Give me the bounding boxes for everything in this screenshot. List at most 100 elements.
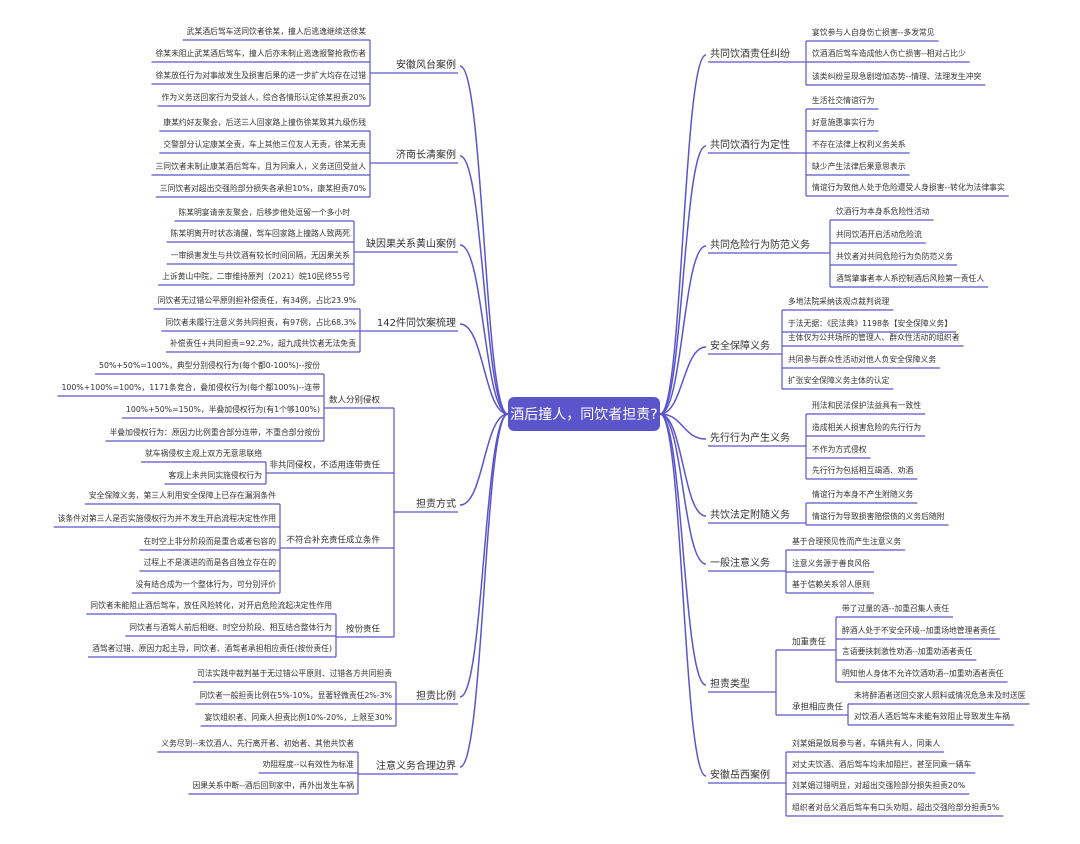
leaf-node[interactable]: 100%+50%=150%，半叠加侵权行为(有1个够100%) xyxy=(126,404,320,414)
sub-branch-label[interactable]: 数人分别侵权 xyxy=(329,395,381,406)
leaf-node[interactable]: 上诉黄山中院，二审维持原判（2021）皖10民终55号 xyxy=(162,271,350,281)
leaf-node[interactable]: 三同饮者未制止康某酒后驾车，且为同乘人，义务送回受益人 xyxy=(155,161,366,171)
sub-branch-label[interactable]: 非共同侵权，不适用连带责任 xyxy=(269,460,380,471)
leaf-node[interactable]: 康某约好友聚会，后送三人回家路上撞伤徐某致其九级伤残 xyxy=(163,117,366,127)
leaf-node[interactable]: 交警部分认定康某全责，车上其他三位友人无责，徐某无责 xyxy=(163,139,366,149)
mindmap-center-topic[interactable]: 酒后撞人，同饮者担责? xyxy=(508,397,660,431)
leaf-node[interactable]: 组织者对岳父酒后驾车有口头劝阻，超出交强险部分担责5% xyxy=(792,802,999,812)
branch-label-right-8[interactable]: 安徽岳西案例 xyxy=(710,768,770,781)
leaf-node[interactable]: 注意义务源于善良风俗 xyxy=(792,558,870,568)
leaf-node[interactable]: 刘某娟过错明显，对超出交强险部分损失担责20% xyxy=(792,780,965,790)
leaf-node[interactable]: 基于合理预见性而产生注意义务 xyxy=(792,536,901,546)
leaf-node[interactable]: 同饮者无过错公平原则担补偿责任，有34例，占比23.9% xyxy=(158,295,356,305)
leaf-node[interactable]: 酒驾肇事者本人系控制酒后风险第一责任人 xyxy=(836,273,984,283)
branch-connector xyxy=(459,65,509,415)
leaf-node[interactable]: 作为义务送回家行为受益人，综合各情形认定徐某担责20% xyxy=(162,92,366,102)
center-topic-label: 酒后撞人，同饮者担责? xyxy=(510,407,658,423)
leaf-node[interactable]: 醉酒人处于不安全环境--加重场地管理者责任 xyxy=(842,625,996,635)
leaf-node[interactable]: 该条件对第三人是否实施侵权行为并不发生开启流程决定性作用 xyxy=(58,513,276,523)
leaf-node[interactable]: 对饮酒人酒后驾车未能有效阻止导致发生车祸 xyxy=(854,711,1010,721)
leaf-node[interactable]: 司法实践中裁判基于无过错公平原则、过错各方共同担责 xyxy=(197,668,392,678)
leaf-node[interactable]: 言语要挟刺激性劝酒--加重劝酒者责任 xyxy=(842,646,973,656)
branch-label-right-1[interactable]: 共同饮酒行为定性 xyxy=(710,138,790,151)
leaf-node[interactable]: 基于信赖关系邻人原则 xyxy=(792,579,870,589)
branch-label-left-6[interactable]: 注意义务合理边界 xyxy=(376,759,456,772)
leaf-node[interactable]: 主体仅为公共场所的管理人、群众性活动的组织者 xyxy=(788,332,960,342)
leaf-node[interactable]: 多地法院采纳该观点裁判说理 xyxy=(788,296,890,306)
leaf-node[interactable]: 造成相关人损害危险的先行行为 xyxy=(812,422,921,432)
sub-branch-label[interactable]: 承担相应责任 xyxy=(792,702,844,713)
leaf-node[interactable]: 同饮者未履行注意义务共同担责，有97例，占比68.3% xyxy=(165,317,356,327)
leaf-node[interactable]: 共同饮酒开启活动危险流 xyxy=(836,229,922,239)
leaf-node[interactable]: 劝阻程度--以有效性为标准 xyxy=(263,759,355,769)
leaf-node[interactable]: 徐某放任行为对事故发生及损害后果的进一步扩大均存在过错 xyxy=(155,70,366,80)
branch-label-right-7[interactable]: 担责类型 xyxy=(710,677,750,690)
leaf-node[interactable]: 武某酒后驾车送同饮者徐某，撞人后逃逸继续送徐某 xyxy=(187,26,367,36)
leaf-node[interactable]: 同饮者与酒驾人前后相继、时空分阶段、相互结合整体行为 xyxy=(129,622,332,632)
leaf-node[interactable]: 该类纠纷呈现急剧增加态势--情理、法理发生冲突 xyxy=(812,71,982,81)
leaf-node[interactable]: 酒驾者过错、原因力起主导，同饮者、酒驾者承担相应责任(按份责任) xyxy=(92,643,332,653)
leaf-node[interactable]: 先行行为包括相互竭酒、劝酒 xyxy=(812,465,914,475)
leaf-node[interactable]: 带了过量的酒--加重召集人责任 xyxy=(842,603,949,613)
leaf-node[interactable]: 过程上不是演进的而是各自独立存在的 xyxy=(143,557,276,567)
leaf-node[interactable]: 共饮者对共同危险行为负防范义务 xyxy=(836,251,953,261)
leaf-node[interactable]: 未将醉酒者送回交家人照料或情况危急未及时送医 xyxy=(854,690,1026,700)
leaf-node[interactable]: 刘某娟是饭局参与者，车辆共有人，同乘人 xyxy=(792,738,940,748)
leaf-node[interactable]: 宴饮参与人自身伤亡损害--多发常见 xyxy=(812,27,935,37)
branch-connector xyxy=(459,244,509,415)
leaf-node[interactable]: 宴饮组织者、同乘人担责比例10%-20%，上限至30% xyxy=(205,712,392,722)
branch-label-right-2[interactable]: 共同危险行为防范义务 xyxy=(710,238,810,251)
leaf-node[interactable]: 生活社交情谊行为 xyxy=(812,95,875,105)
branch-connector xyxy=(659,346,707,415)
sub-branch-label[interactable]: 加重责任 xyxy=(792,637,827,648)
branch-label-left-2[interactable]: 缺因果关系黄山案例 xyxy=(366,237,456,250)
leaf-node[interactable]: 因果关系中断--酒后回到家中，再外出发生车祸 xyxy=(192,780,354,790)
leaf-node[interactable]: 情谊行为本身不产生附随义务 xyxy=(812,489,914,499)
branch-label-left-5[interactable]: 担责比例 xyxy=(416,689,456,702)
leaf-node[interactable]: 于法无据：《民法典》1198条【安全保障义务】 xyxy=(788,318,952,328)
branch-label-left-3[interactable]: 142件同饮案梳理 xyxy=(377,316,456,329)
leaf-node[interactable]: 饮酒酒后驾车造成他人伤亡损害--相对占比少 xyxy=(812,48,966,58)
leaf-node[interactable]: 情谊行为致他人处于危险遭受人身损害--转化为法律事实 xyxy=(812,182,1005,192)
leaf-node[interactable]: 半叠加侵权行为：原因力比例重合部分连带，不重合部分按份 xyxy=(109,427,320,437)
branch-label-right-3[interactable]: 安全保障义务 xyxy=(710,339,770,352)
leaf-node[interactable]: 对丈夫饮酒、酒后驾车均未加阻拦，甚至同乘一辆车 xyxy=(792,759,972,769)
leaf-node[interactable]: 不存在法律上权利义务关系 xyxy=(812,139,906,149)
leaf-node[interactable]: 在时空上非分阶段而是重合或者包容的 xyxy=(143,536,276,546)
leaf-node[interactable]: 同饮者未能阻止酒后驾车，放任风险转化，对开启危险流起决定性作用 xyxy=(90,600,332,610)
branch-label-right-5[interactable]: 共饮法定附随义务 xyxy=(710,508,790,521)
leaf-node[interactable]: 同饮者一般担责比例在5%-10%，显著轻微责任2%-3% xyxy=(199,690,392,700)
leaf-node[interactable]: 陈某明宴请亲友聚会，后移步他处逗留一个多小时 xyxy=(178,207,350,217)
branch-label-right-4[interactable]: 先行行为产生义务 xyxy=(710,431,790,444)
leaf-node[interactable]: 100%+100%=100%，1171条竞合，叠加侵权行为(每个都100%)--… xyxy=(61,382,320,392)
leaf-node[interactable]: 情谊行为导致损害赔偿债的义务后随附 xyxy=(812,511,945,521)
branch-label-right-0[interactable]: 共同饮酒责任纠纷 xyxy=(710,47,790,60)
leaf-node[interactable]: 缺少产生法律后果意思表示 xyxy=(812,161,906,171)
branch-label-left-1[interactable]: 济南长清案例 xyxy=(396,148,456,161)
leaf-node[interactable]: 饮酒行为本身系危险性活动 xyxy=(836,206,930,216)
branch-label-left-4[interactable]: 担责方式 xyxy=(416,497,456,510)
leaf-node[interactable]: 补偿责任+共同担责=92.2%，超九成共饮者无法免责 xyxy=(170,338,356,348)
branch-connector xyxy=(659,245,707,415)
leaf-node[interactable]: 就车祸侵权主观上双方无意思联络 xyxy=(145,448,262,458)
leaf-node[interactable]: 明知他人身体不允许饮酒劝酒--加重劝酒者责任 xyxy=(842,668,1004,678)
leaf-node[interactable]: 共同参与群众性活动对他人负安全保障义务 xyxy=(788,354,936,364)
branch-label-right-6[interactable]: 一般注意义务 xyxy=(710,556,770,569)
leaf-node[interactable]: 客观上未共同实施侵权行为 xyxy=(168,470,262,480)
leaf-node[interactable]: 好意施惠事实行为 xyxy=(812,117,875,127)
leaf-node[interactable]: 50%+50%=100%，典型分别侵权行为(每个都0-100%)--按份 xyxy=(99,360,320,370)
leaf-node[interactable]: 没有结合成为一个整体行为，可分别评价 xyxy=(136,579,277,589)
sub-branch-label[interactable]: 不符合补充责任成立条件 xyxy=(286,535,380,546)
leaf-node[interactable]: 陈某明离开时状态清醒，驾车回家路上撞路人致两死 xyxy=(171,228,351,238)
sub-branch-label[interactable]: 按份责任 xyxy=(346,624,381,635)
leaf-node[interactable]: 扩张安全保障义务主体的认定 xyxy=(788,375,890,385)
leaf-node[interactable]: 三同饮者对超出交强险部分损失各承担10%，康某担责70% xyxy=(160,183,366,193)
leaf-node[interactable]: 义务尽到--未饮酒人、先行离开者、初始者、其他共饮者 xyxy=(161,738,354,748)
leaf-node[interactable]: 一审损害发生与共饮酒有较长时间间隔，无因果关系 xyxy=(171,250,351,260)
leaf-node[interactable]: 徐某未阻止武某酒后驾车，撞人后亦未制止逃逸报警抢救伤者 xyxy=(155,48,366,58)
leaf-node[interactable]: 安全保障义务，第三人利用安全保障上已存在漏洞条件 xyxy=(89,490,276,500)
leaf-node[interactable]: 不作为方式侵权 xyxy=(812,444,867,454)
branch-label-left-0[interactable]: 安徽风台案例 xyxy=(396,58,456,71)
leaf-node[interactable]: 刑法和民法保护法益具有一致性 xyxy=(812,400,921,410)
